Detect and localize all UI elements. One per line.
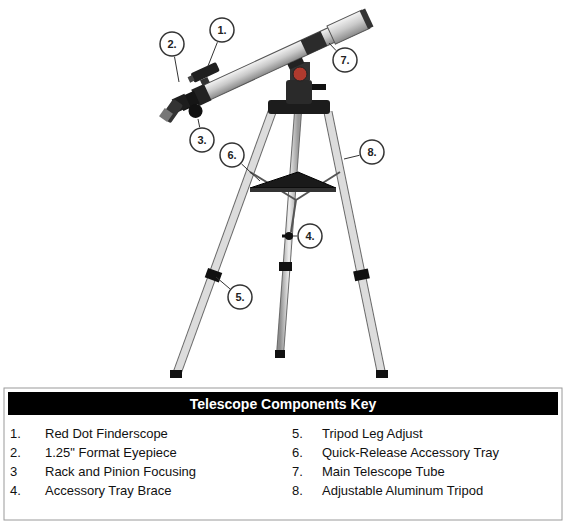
callout-circle: 2. (159, 31, 185, 57)
eyepiece (159, 94, 190, 124)
key-number: 2. (10, 445, 21, 461)
callout-number: 4. (305, 230, 314, 242)
key-heading: Telescope Components Key (190, 396, 376, 412)
key-part-name: 1.25" Format Eyepiece (45, 445, 177, 461)
key-number: 3 (10, 464, 17, 480)
callout-circle: 8. (359, 139, 385, 165)
key-frame (4, 388, 562, 520)
callout-number: 2. (167, 38, 176, 50)
key-number: 1. (10, 426, 21, 442)
callout-number: 7. (340, 54, 349, 66)
leader-lines (175, 42, 360, 289)
key-part-name: Red Dot Finderscope (45, 426, 168, 442)
callout-number: 8. (367, 146, 376, 158)
callout-circle: 4. (297, 223, 323, 249)
telescope-tube (170, 0, 377, 122)
key-part-name: Main Telescope Tube (322, 464, 445, 480)
callout-number: 3. (197, 134, 206, 146)
callout-circle: 1. (209, 17, 235, 43)
key-number: 7. (292, 464, 303, 480)
callout-number: 6. (227, 149, 236, 161)
tripod (170, 62, 388, 378)
callout-circle: 3. (189, 127, 215, 153)
key-number: 8. (292, 483, 303, 499)
key-number: 6. (292, 445, 303, 461)
key-heading-band: Telescope Components Key (8, 392, 558, 415)
key-number: 5. (292, 426, 303, 442)
key-part-name: Rack and Pinion Focusing (45, 464, 196, 480)
key-part-name: Adjustable Aluminum Tripod (322, 483, 483, 499)
key-part-name: Quick-Release Accessory Tray (322, 445, 499, 461)
key-part-name: Tripod Leg Adjust (322, 426, 423, 442)
key-part-name: Accessory Tray Brace (45, 483, 171, 499)
callout-circle: 6. (219, 142, 245, 168)
key-number: 4. (10, 483, 21, 499)
callout-circle: 7. (332, 47, 358, 73)
callout-circle: 5. (227, 284, 253, 310)
callout-number: 1. (217, 24, 226, 36)
callout-number: 5. (235, 291, 244, 303)
